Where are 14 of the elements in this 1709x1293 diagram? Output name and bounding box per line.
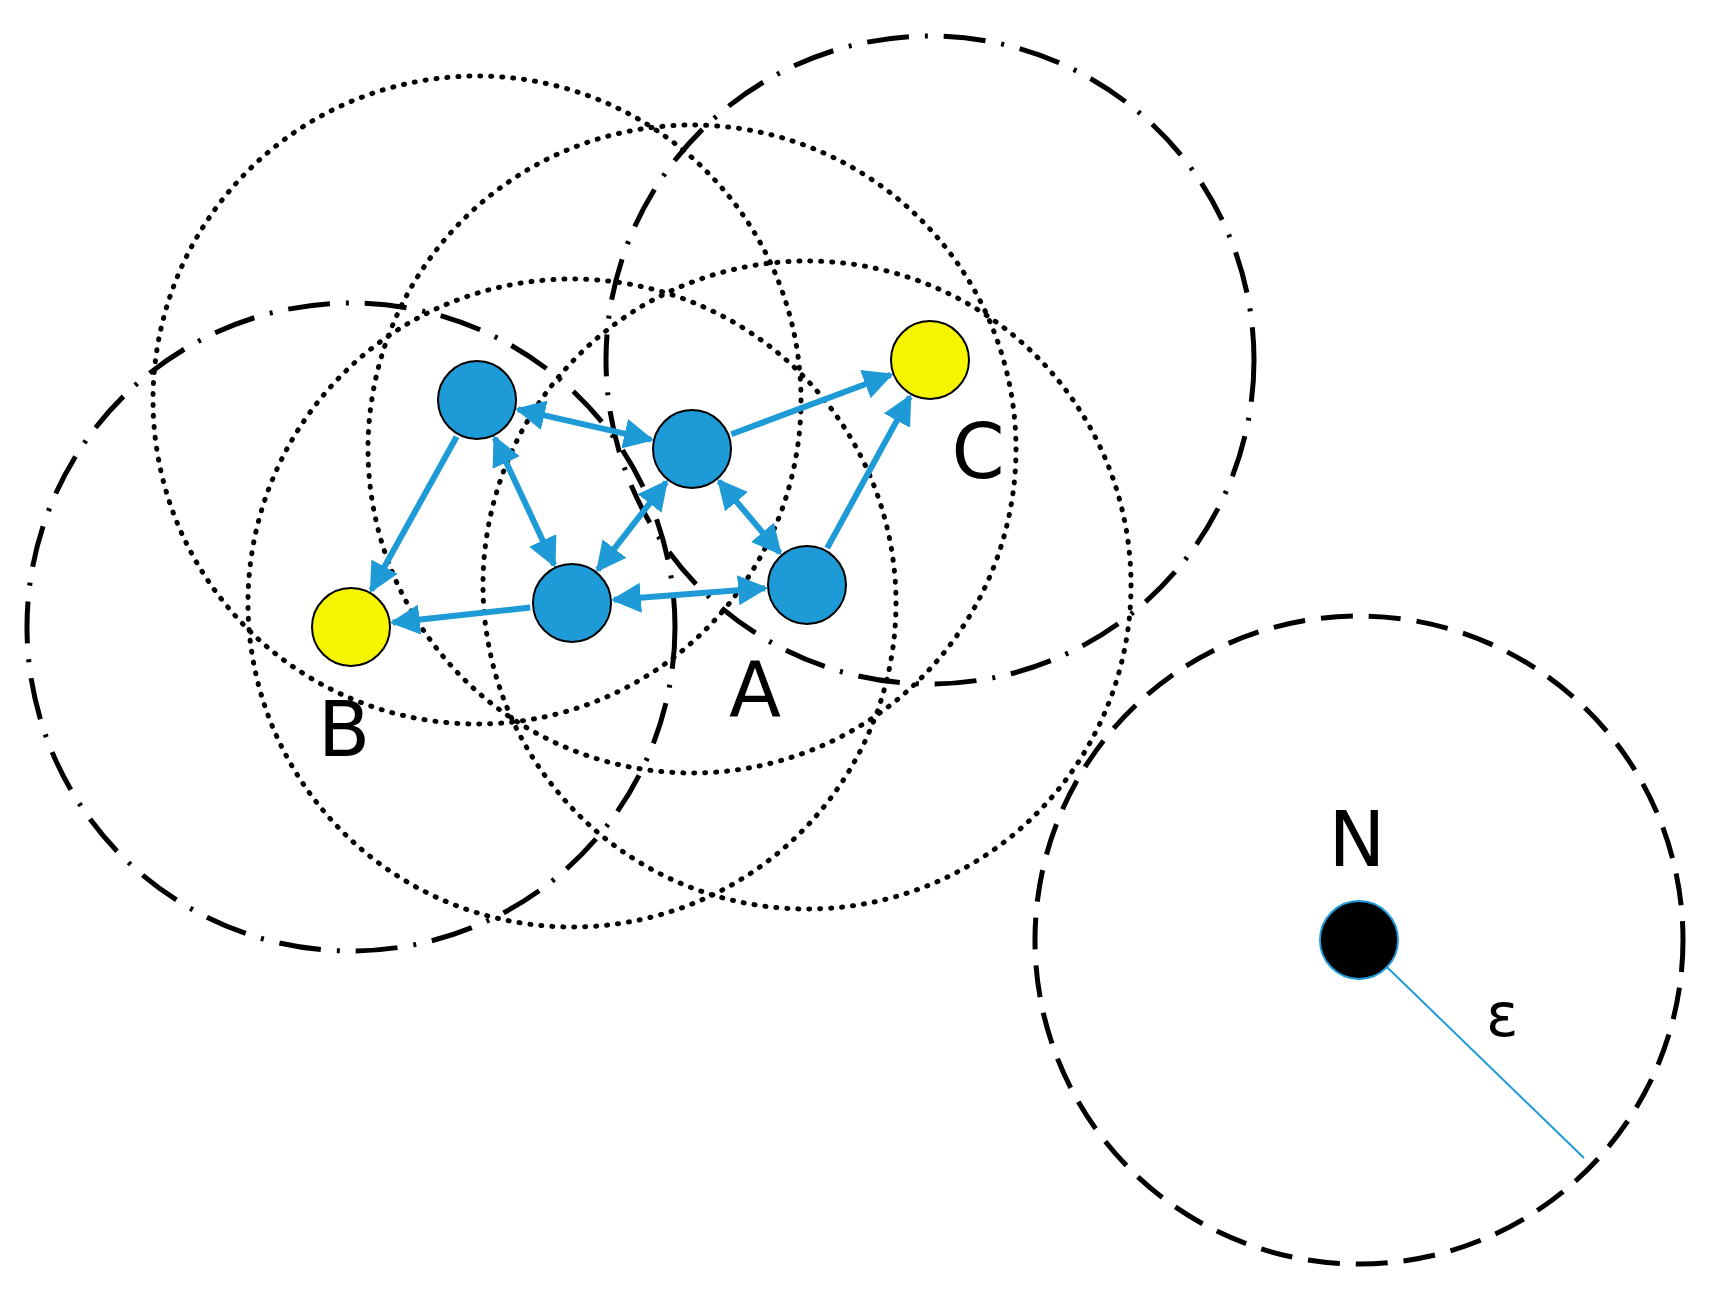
- arrow: [595, 479, 669, 573]
- arrow: [515, 400, 654, 449]
- radius-label: ε: [1486, 985, 1519, 1045]
- point-label: N: [1328, 802, 1386, 878]
- arrow: [389, 604, 531, 635]
- arrow: [368, 435, 460, 593]
- arrow: [610, 575, 769, 613]
- point-label: B: [318, 692, 371, 768]
- arrow: [730, 370, 894, 438]
- arrow: [824, 394, 913, 550]
- point-label: A: [729, 652, 781, 728]
- arrow: [716, 478, 783, 556]
- arrow: [492, 435, 557, 568]
- point-label: C: [951, 414, 1005, 490]
